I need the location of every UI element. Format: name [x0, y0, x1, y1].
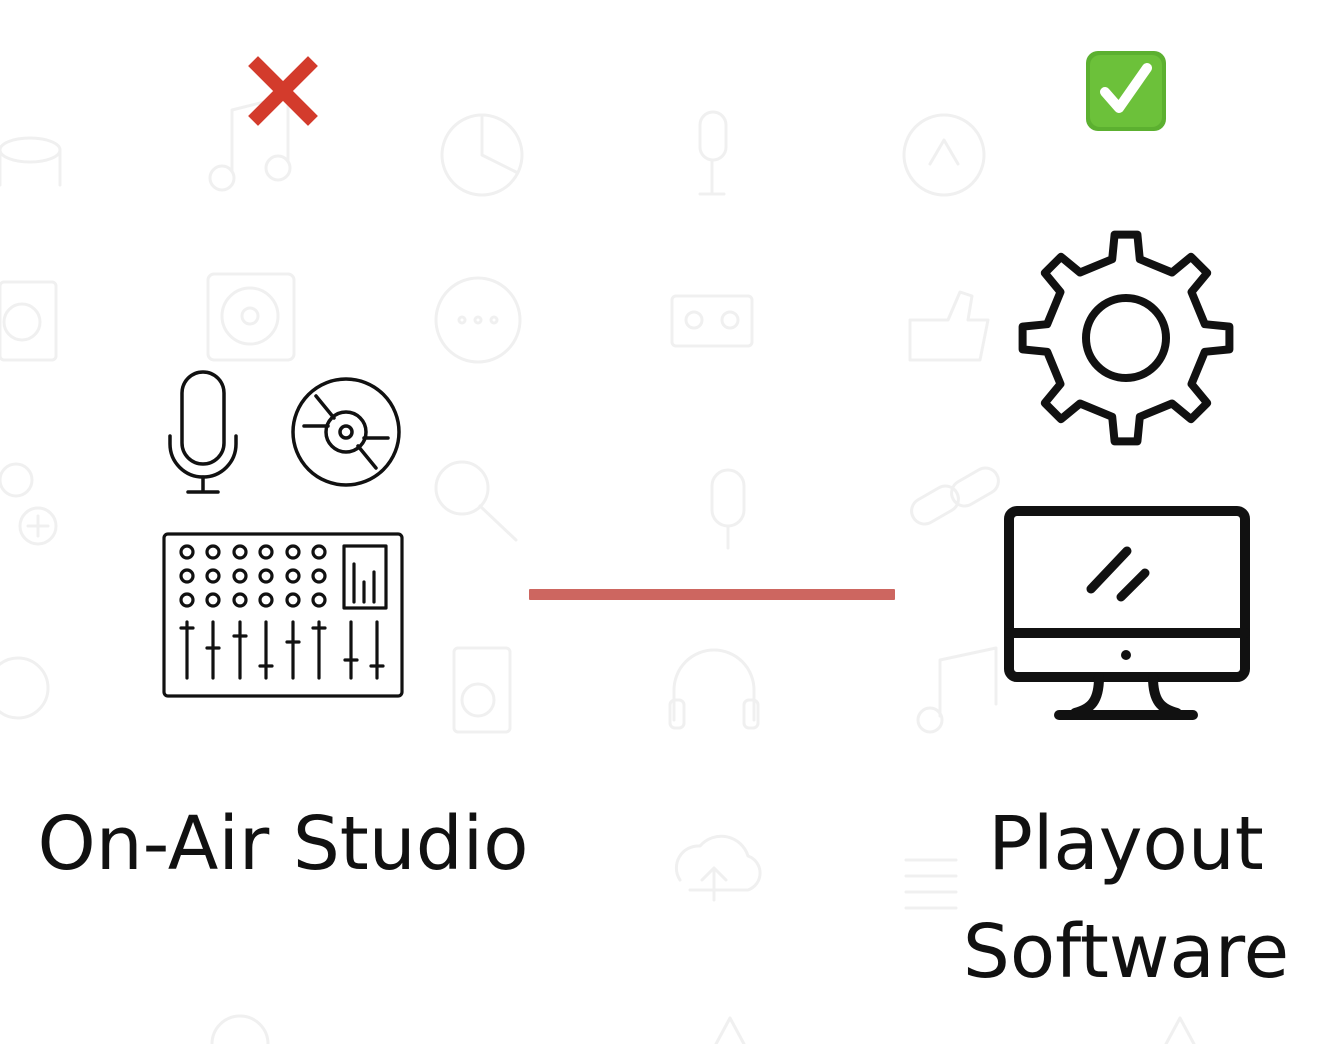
microphone-icon: [168, 370, 238, 494]
music-note-icon: [208, 94, 292, 192]
thumbs-up-icon: [908, 290, 990, 362]
on-air-studio-label: On-Air Studio: [37, 801, 529, 887]
speaker-bg-icon-2: [452, 646, 512, 734]
smiley-icon: [0, 656, 50, 720]
playout-software-label: Playout Software: [940, 790, 1312, 1006]
person-add-icon: [0, 462, 58, 546]
microphone-bg-icon: [698, 110, 728, 196]
headphones-icon: [668, 648, 760, 730]
triangle-bg-icon: [714, 1016, 1196, 1044]
globe-bg-icon: [210, 1014, 270, 1044]
pie-chart-icon: [440, 113, 524, 197]
cloud-upload-icon: [674, 834, 762, 902]
equalizer-icon: [904, 858, 958, 910]
vinyl-bg-icon: [206, 272, 296, 362]
gear-outline: [1018, 230, 1234, 446]
playout-software-label-line-1: Playout: [988, 801, 1264, 887]
playout-software-label-line-2: Software: [962, 909, 1290, 995]
link-icon: [910, 466, 1000, 526]
connector-line: [529, 589, 895, 600]
mixing-console-icon: [162, 532, 404, 698]
gear-icon: [1018, 230, 1234, 446]
cross-mark-icon: [248, 56, 318, 126]
search-bg-icon: [434, 460, 518, 542]
clock-24-icon: [902, 113, 986, 197]
disc-icon: [291, 377, 401, 487]
microphone-bg-icon-2: [710, 468, 746, 550]
music-note-icon-2: [916, 646, 998, 734]
monitor-icon: [1004, 506, 1250, 720]
speaker-bg-icon: [0, 280, 58, 362]
drum-icon: [0, 136, 62, 187]
cassette-icon: [670, 294, 754, 348]
chat-bubble-icon: [434, 276, 522, 364]
check-mark-button-icon: [1086, 51, 1166, 131]
